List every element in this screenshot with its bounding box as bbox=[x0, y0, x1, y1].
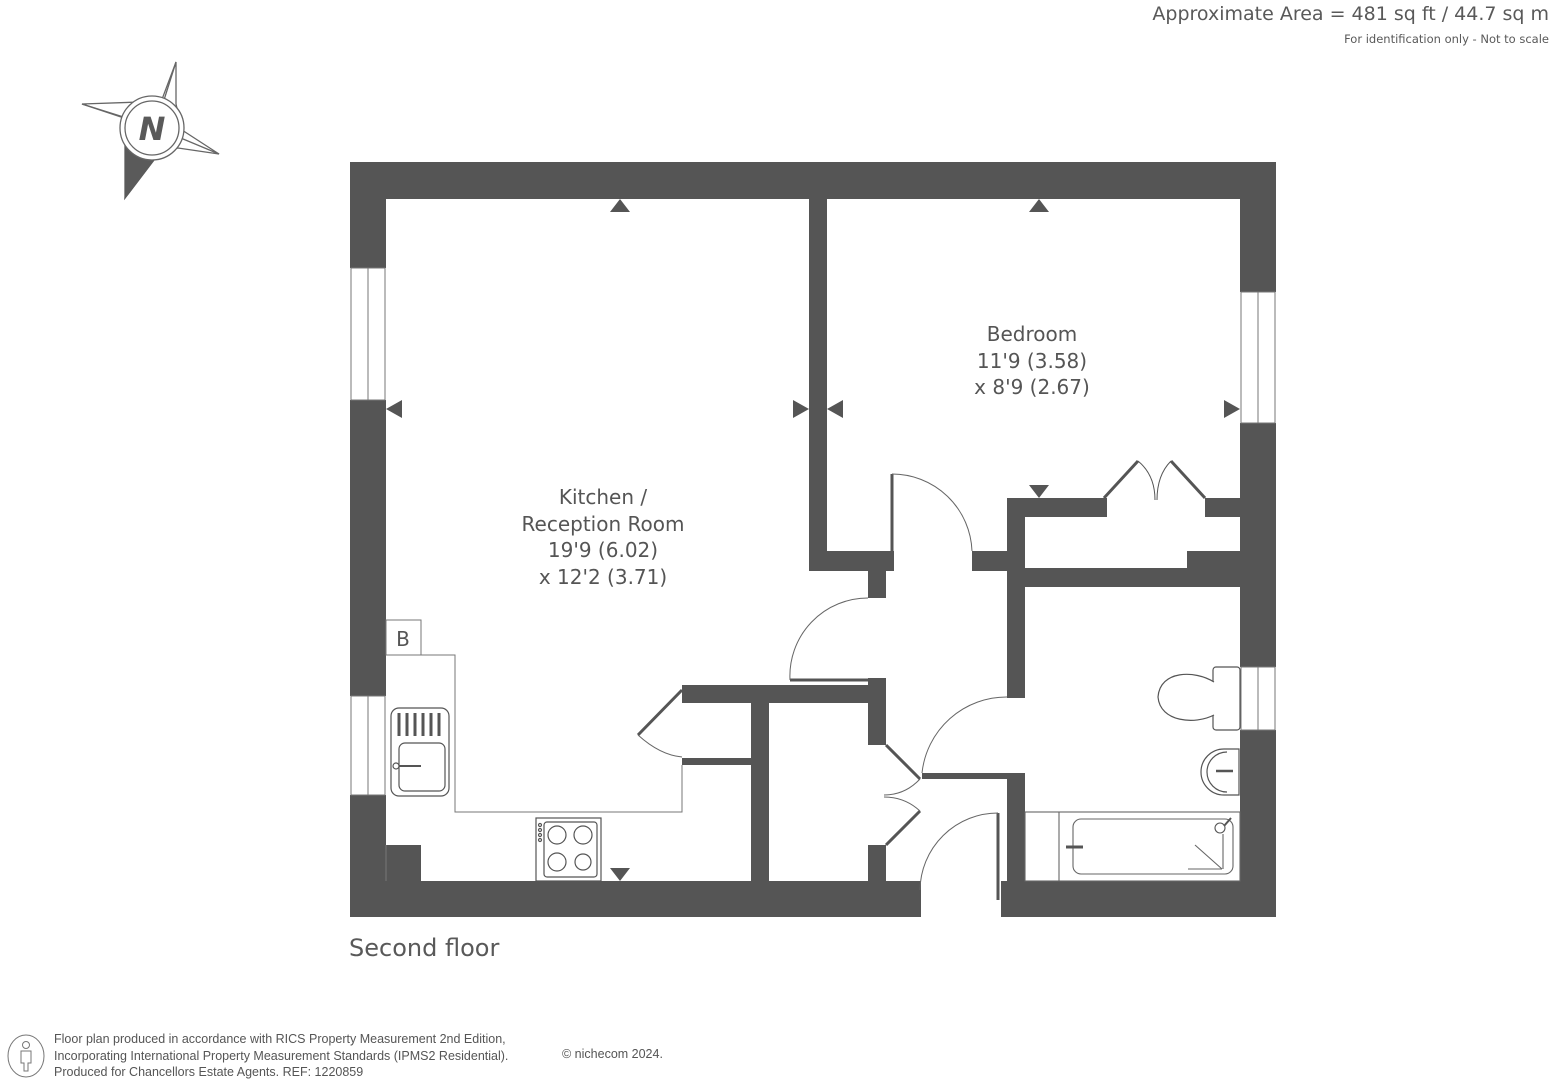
scale-note: For identification only - Not to scale bbox=[1344, 32, 1549, 46]
footer-notes: Floor plan produced in accordance with R… bbox=[54, 1031, 508, 1081]
north-compass-icon: N bbox=[81, 61, 220, 201]
windows bbox=[350, 267, 1276, 796]
wardrobe-doors-icon bbox=[1102, 459, 1207, 501]
person-icon bbox=[7, 1034, 45, 1078]
footer-line: Floor plan produced in accordance with R… bbox=[54, 1032, 506, 1046]
room-dimension: 11'9 (3.58) bbox=[976, 348, 1088, 373]
room-name: Reception Room bbox=[521, 511, 685, 536]
room-dimension: 19'9 (6.02) bbox=[547, 538, 659, 562]
footer-line: Produced for Chancellors Estate Agents. … bbox=[54, 1065, 364, 1079]
sink-icon bbox=[390, 707, 450, 797]
kitchen-reception-label: Kitchen / Reception Room 19'9 (6.02) x 1… bbox=[498, 484, 708, 590]
floor-label: Second floor bbox=[349, 934, 500, 962]
room-dimension: x 8'9 (2.67) bbox=[974, 375, 1090, 399]
toilet-icon bbox=[1157, 666, 1241, 731]
basin-icon bbox=[1200, 748, 1240, 796]
measurement-arrows bbox=[386, 199, 1240, 881]
walls bbox=[350, 162, 1276, 917]
kitchen-counter bbox=[385, 619, 683, 881]
room-name: Bedroom bbox=[986, 322, 1078, 346]
bath-icon bbox=[1024, 811, 1241, 882]
hob-icon bbox=[535, 817, 602, 882]
room-name: Kitchen / bbox=[558, 485, 648, 509]
bedroom-label: Bedroom 11'9 (3.58) x 8'9 (2.67) bbox=[937, 321, 1127, 401]
footer-line: Incorporating International Property Mea… bbox=[54, 1048, 509, 1063]
boiler-label: B bbox=[396, 627, 410, 651]
room-dimension: x 12'2 (3.71) bbox=[538, 564, 668, 589]
approximate-area: Approximate Area = 481 sq ft / 44.7 sq m bbox=[1152, 3, 1549, 25]
doors bbox=[636, 473, 1008, 900]
svg-text:N: N bbox=[139, 110, 166, 148]
copyright: © nichecom 2024. bbox=[562, 1047, 663, 1061]
